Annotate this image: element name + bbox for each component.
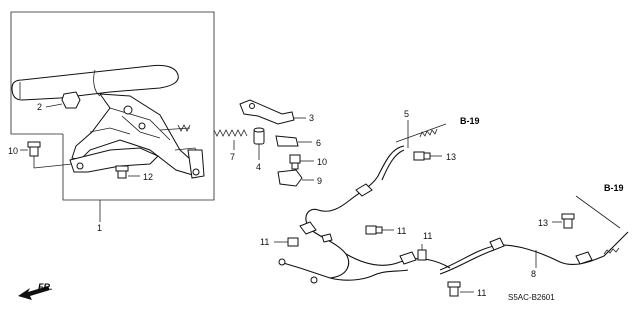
sleeve-part-4 xyxy=(253,127,265,160)
cable-right-part-8 xyxy=(439,231,629,275)
spring-part-7 xyxy=(213,129,248,150)
nut-part-6 xyxy=(275,135,312,147)
bolt-part-13-right xyxy=(552,213,575,229)
adjuster-rod xyxy=(159,124,191,132)
diagram-code: S5AC-B2601 xyxy=(508,293,555,302)
fitting-part-9 xyxy=(277,169,314,187)
callout-part-11-a: 11 xyxy=(260,237,269,247)
callout-part-13-right: 13 xyxy=(538,218,548,228)
equalizer-part-3 xyxy=(239,99,306,125)
callout-part-11-d: 11 xyxy=(477,288,486,298)
callout-part-4: 4 xyxy=(256,162,261,172)
bolt-part-11-c xyxy=(417,244,427,261)
front-label: FR. xyxy=(38,282,53,292)
callout-part-8: 8 xyxy=(531,269,536,279)
lever-assembly-box xyxy=(10,11,215,201)
cable-left xyxy=(278,145,451,284)
lever-base-bracket xyxy=(69,147,205,179)
front-arrow-icon xyxy=(18,286,50,300)
callout-part-2: 2 xyxy=(37,102,42,112)
bolt-part-10-middle xyxy=(289,154,314,170)
reference-b19-upper: B-19 xyxy=(460,116,480,126)
bolt-part-11-b xyxy=(365,225,394,235)
callout-part-7: 7 xyxy=(230,152,235,162)
callout-part-1: 1 xyxy=(97,223,102,233)
bolt-part-10-left xyxy=(20,141,73,169)
callout-part-6: 6 xyxy=(316,138,321,148)
callout-part-12: 12 xyxy=(143,172,153,182)
stud-part-5 xyxy=(395,120,447,148)
leader-b19-right xyxy=(575,195,621,229)
callout-part-11-b: 11 xyxy=(397,226,406,236)
callout-part-11-c: 11 xyxy=(423,231,432,241)
bolt-part-11-d xyxy=(447,281,474,297)
callout-part-3: 3 xyxy=(309,113,314,123)
callout-part-10-left: 10 xyxy=(8,146,18,156)
reference-b19-right: B-19 xyxy=(604,183,624,193)
clip-part-2 xyxy=(45,91,81,109)
brake-lever-handle xyxy=(11,64,201,177)
callout-part-13-upper: 13 xyxy=(446,152,456,162)
bolt-part-12 xyxy=(115,165,140,179)
bolt-part-11-a xyxy=(274,237,299,247)
callout-part-5: 5 xyxy=(404,109,409,119)
bolt-part-13-upper xyxy=(413,151,442,161)
callout-part-10-middle: 10 xyxy=(317,157,327,167)
callout-part-9: 9 xyxy=(317,176,322,186)
